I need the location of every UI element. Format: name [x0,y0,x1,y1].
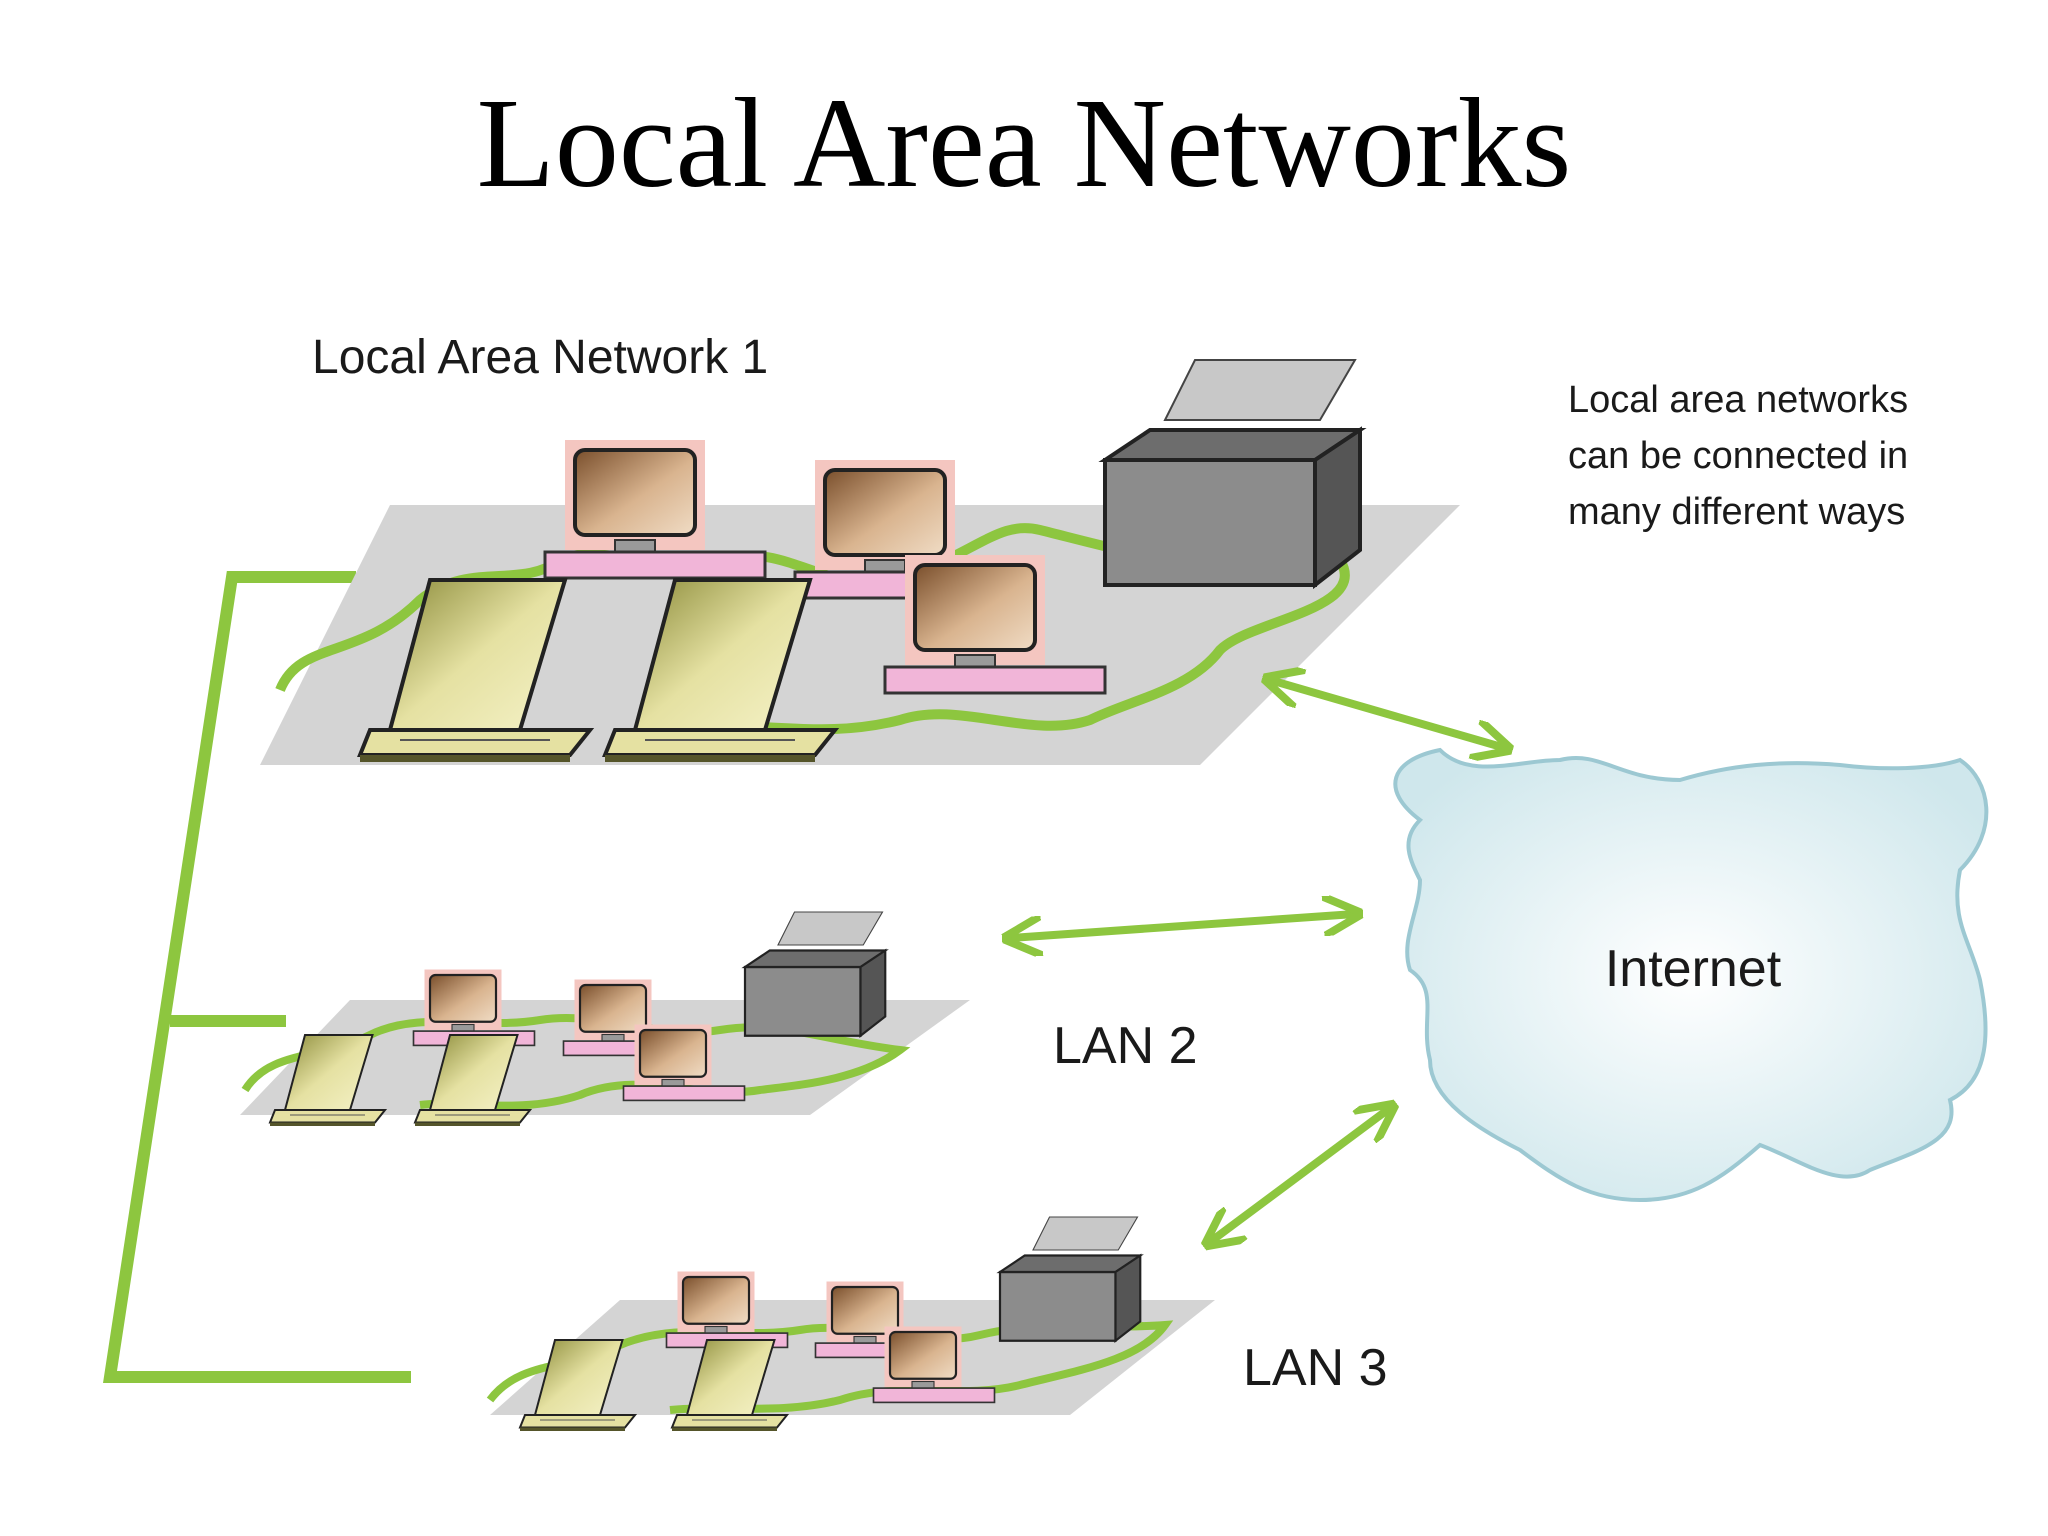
note-line-1: Local area networks [1568,379,1908,421]
note-line-2: can be connected in [1568,435,1908,477]
lan2-label: LAN 2 [1053,1017,1198,1075]
arrows [1010,680,1505,1242]
lan3-label: LAN 3 [1243,1339,1388,1397]
bidirectional-arrow-icon [1010,914,1355,938]
internet-cloud-icon: Internet [1393,747,1989,1203]
backbone-bracket [103,571,411,1383]
note-line-3: many different ways [1568,491,1905,533]
bidirectional-arrow-icon [1210,1108,1390,1242]
lan3-group: LAN 3 [486,1215,1388,1432]
lan1-group: Local Area Network 1 [260,331,1460,765]
lan1-label: Local Area Network 1 [312,331,768,384]
bidirectional-arrow-icon [1270,680,1505,748]
note-text: Local area networks can be connected in … [1568,379,1908,533]
lan2-group: LAN 2 [240,910,1198,1127]
internet-label: Internet [1605,940,1782,998]
slide-title: Local Area Networks [476,72,1572,214]
